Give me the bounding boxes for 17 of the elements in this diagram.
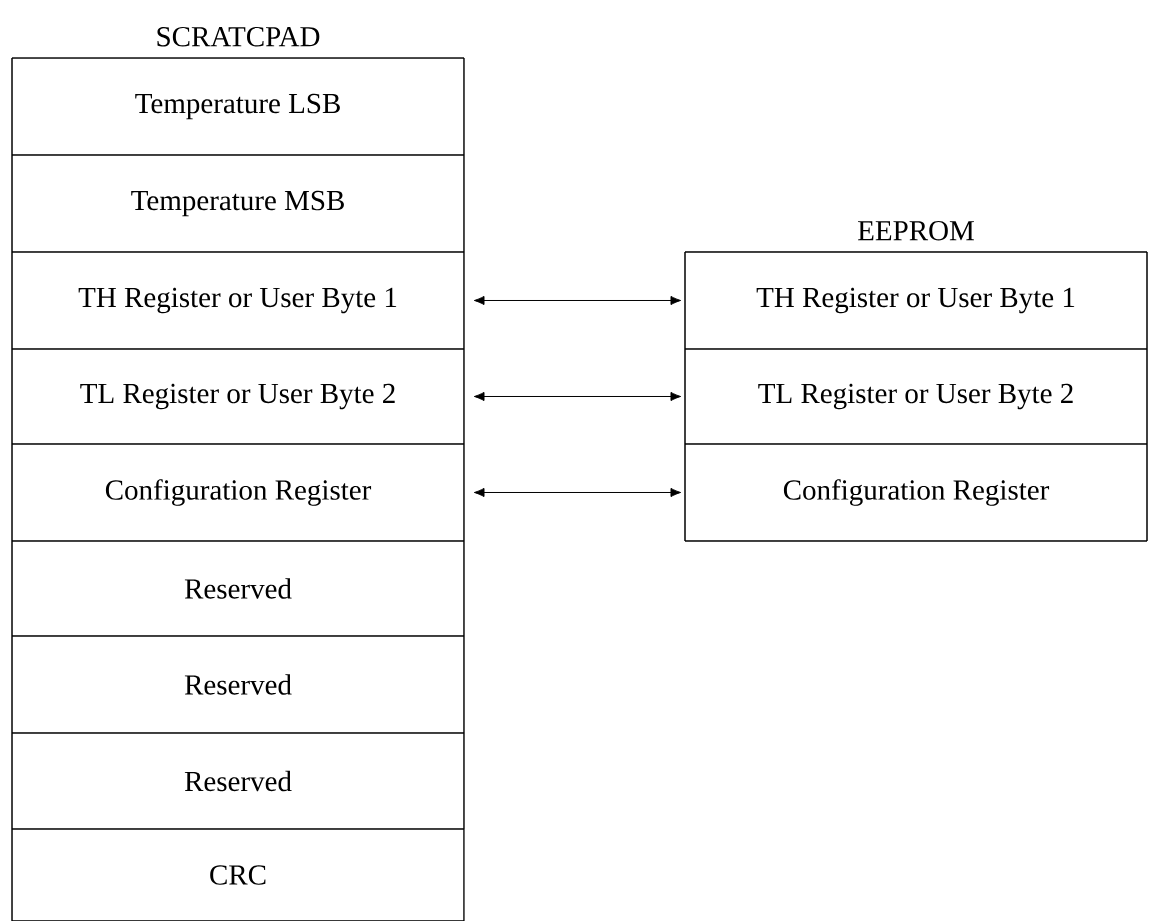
register-cell: TL Register or User Byte 2 bbox=[11, 348, 465, 445]
register-cell: Temperature LSB bbox=[11, 57, 465, 156]
register-cell: Reserved bbox=[11, 635, 465, 734]
register-cell: TH Register or User Byte 1 bbox=[11, 251, 465, 350]
register-cell: TH Register or User Byte 1 bbox=[684, 251, 1148, 350]
double-arrow bbox=[473, 295, 682, 306]
double-arrow bbox=[473, 487, 682, 498]
register-cell: Reserved bbox=[11, 540, 465, 637]
heading: SCRATCPAD bbox=[157, 27, 320, 47]
register-cell: Temperature MSB bbox=[11, 154, 465, 253]
register-cell: Reserved bbox=[11, 732, 465, 830]
register-cell: TL Register or User Byte 2 bbox=[684, 348, 1148, 445]
register-cell: CRC bbox=[11, 828, 465, 921]
double-arrow bbox=[473, 391, 682, 402]
register-cell: Configuration Register bbox=[11, 443, 465, 542]
heading: EEPROM bbox=[858, 221, 974, 241]
register-cell: Configuration Register bbox=[684, 443, 1148, 542]
